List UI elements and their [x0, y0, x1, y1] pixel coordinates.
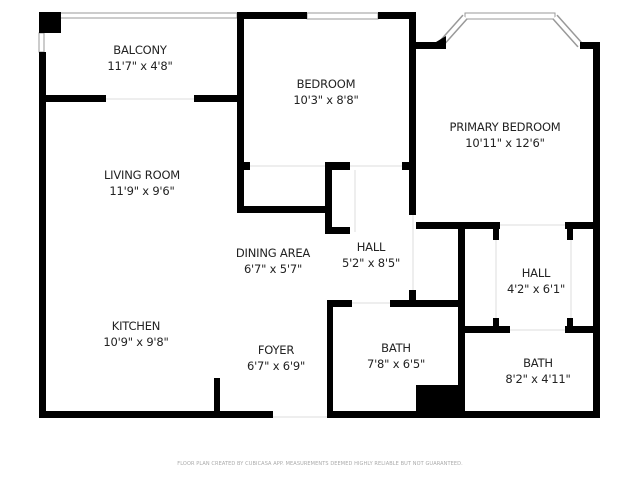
windows [38, 12, 583, 53]
left-window [38, 32, 45, 53]
openings [106, 98, 572, 418]
walls [39, 12, 600, 418]
footer-disclaimer: FLOOR PLAN CREATED BY CUBICASA APP. MEAS… [177, 461, 463, 467]
primary-window [464, 12, 556, 20]
bedroom-window [306, 12, 379, 20]
balcony-window [59, 12, 238, 19]
